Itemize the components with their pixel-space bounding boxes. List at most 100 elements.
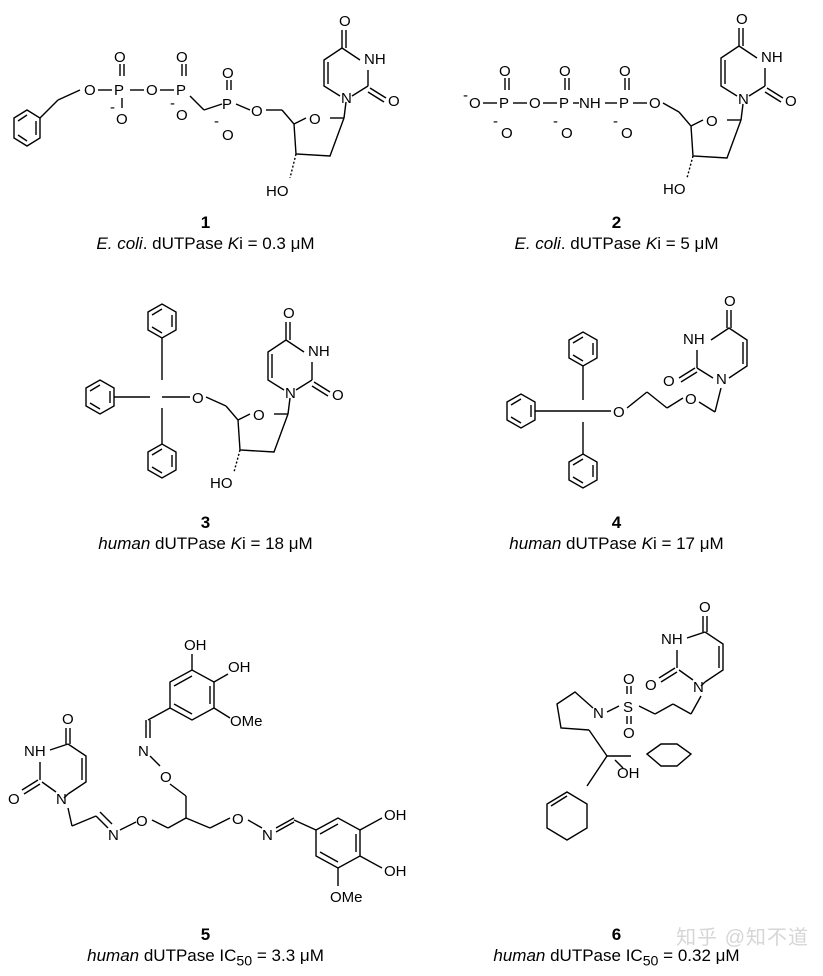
atom-P: P	[619, 95, 629, 112]
atom-O: O	[253, 407, 265, 424]
atom-O: O	[623, 725, 635, 742]
atom-HO: HO	[663, 181, 686, 198]
param: K	[645, 234, 658, 253]
atom-O: O	[623, 671, 635, 688]
atom-O: O	[114, 49, 126, 66]
atom-P: P	[222, 96, 232, 113]
organism: human	[493, 946, 546, 965]
atom-O: O	[388, 93, 400, 110]
param: K	[641, 534, 653, 553]
phenyl-ring-bottom	[568, 453, 598, 489]
organism: E. coli	[96, 234, 143, 253]
value: 18	[265, 534, 285, 553]
atom-NH: NH	[364, 51, 386, 68]
activity-label: human dUTPase Ki = 17 μM	[411, 533, 822, 554]
atom-O: O	[176, 107, 188, 124]
atom-NH: NH	[661, 631, 683, 648]
charge-minus: -	[170, 95, 175, 112]
atom-S: S	[623, 699, 633, 716]
atom-N: N	[262, 827, 273, 844]
activity-label: human dUTPase Ki = 18 μM	[0, 533, 411, 554]
param: K	[227, 234, 240, 253]
atom-N: N	[693, 679, 704, 696]
compound-number: 6	[611, 925, 622, 944]
structure-4: O O N O NH O	[506, 293, 748, 489]
atom-O: O	[309, 111, 321, 128]
atom-P: P	[114, 82, 124, 99]
structure-2: - O P O O - O P O O - NH P O O - O O HO …	[463, 11, 797, 198]
atom-O: O	[785, 93, 797, 110]
atom-N: N	[138, 743, 149, 760]
atom-O: O	[663, 373, 675, 390]
caption-2: 2 E. coli. dUTPase Ki = 5 μM	[411, 212, 822, 254]
atom-O: O	[561, 125, 573, 142]
enzyme: dUTPase	[565, 234, 646, 253]
caption-3: 3 human dUTPase Ki = 18 μM	[0, 512, 411, 554]
atom-O: O	[685, 391, 697, 408]
benzyl-ring	[13, 109, 41, 147]
atom-N: N	[341, 90, 352, 107]
deoxyribose-ring: O	[678, 111, 742, 159]
activity-label: human dUTPase IC50 = 0.32 μM	[411, 945, 822, 972]
param: IC	[219, 946, 237, 965]
unit: μM	[284, 534, 313, 553]
atom-O: O	[222, 65, 234, 82]
enzyme: dUTPase	[545, 946, 626, 965]
atom-N: N	[285, 385, 296, 402]
compound-number: 5	[200, 925, 211, 944]
atom-O: O	[160, 769, 172, 786]
phenyl-ring-left	[506, 393, 536, 429]
atom-HO: HO	[266, 183, 289, 200]
caption-4: 4 human dUTPase Ki = 17 μM	[411, 512, 822, 554]
atom-OH: OH	[384, 807, 407, 824]
value: 0.3	[262, 234, 286, 253]
charge-minus: -	[493, 113, 498, 130]
atom-O: O	[736, 11, 748, 28]
atom-O: O	[724, 293, 736, 310]
atom-O: O	[176, 49, 188, 66]
deoxyribose-ring: O	[281, 109, 345, 157]
atom-O: O	[619, 63, 631, 80]
atom-P: P	[559, 95, 569, 112]
atom-O: O	[283, 305, 295, 322]
atom-O: O	[699, 599, 711, 616]
atom-NH: NH	[579, 95, 601, 112]
activity-label: E. coli. dUTPase Ki = 0.3 μM	[96, 234, 315, 253]
structure-3: O O HO N O NH O	[85, 303, 344, 492]
atom-N: N	[56, 791, 67, 808]
atom-OH: OH	[617, 765, 640, 782]
organism: human	[87, 946, 140, 965]
atom-N: N	[716, 371, 727, 388]
equals: =	[242, 234, 263, 253]
compound-number: 4	[611, 513, 622, 532]
atom-O: O	[222, 127, 234, 144]
atom-NH: NH	[683, 331, 705, 348]
charge-minus: -	[613, 113, 618, 130]
value: 17	[676, 534, 696, 553]
charge-minus: -	[110, 99, 115, 116]
value: 5	[680, 234, 690, 253]
uracil-ring: O NH O N	[645, 599, 724, 696]
param-suffix: i	[652, 534, 657, 553]
organism: E. coli	[514, 234, 561, 253]
unit: μM	[689, 234, 719, 253]
atom-O: O	[499, 63, 511, 80]
atom-O: O	[529, 95, 541, 112]
caption-5: 5 human dUTPase IC50 = 3.3 μM	[0, 924, 411, 972]
atom-OMe: OMe	[230, 713, 263, 730]
caption-6: 6 human dUTPase IC50 = 0.32 μM	[411, 924, 822, 972]
uracil-ring: N O NH O	[267, 305, 344, 404]
param-suffix: i	[657, 234, 661, 253]
unit: μM	[710, 946, 740, 965]
atom-OMe: OMe	[330, 889, 363, 906]
atom-OH: OH	[184, 637, 207, 654]
atom-NH: NH	[24, 743, 46, 760]
structure-5: O NH O N N O O N OH OH OMe O N OH	[8, 637, 407, 906]
atom-N: N	[108, 827, 119, 844]
aryl-ring-bottom	[315, 817, 361, 869]
enzyme: dUTPase	[150, 534, 231, 553]
param-subscript: 50	[236, 953, 253, 970]
atom-O: O	[469, 95, 481, 112]
enzyme: dUTPase	[147, 234, 228, 253]
